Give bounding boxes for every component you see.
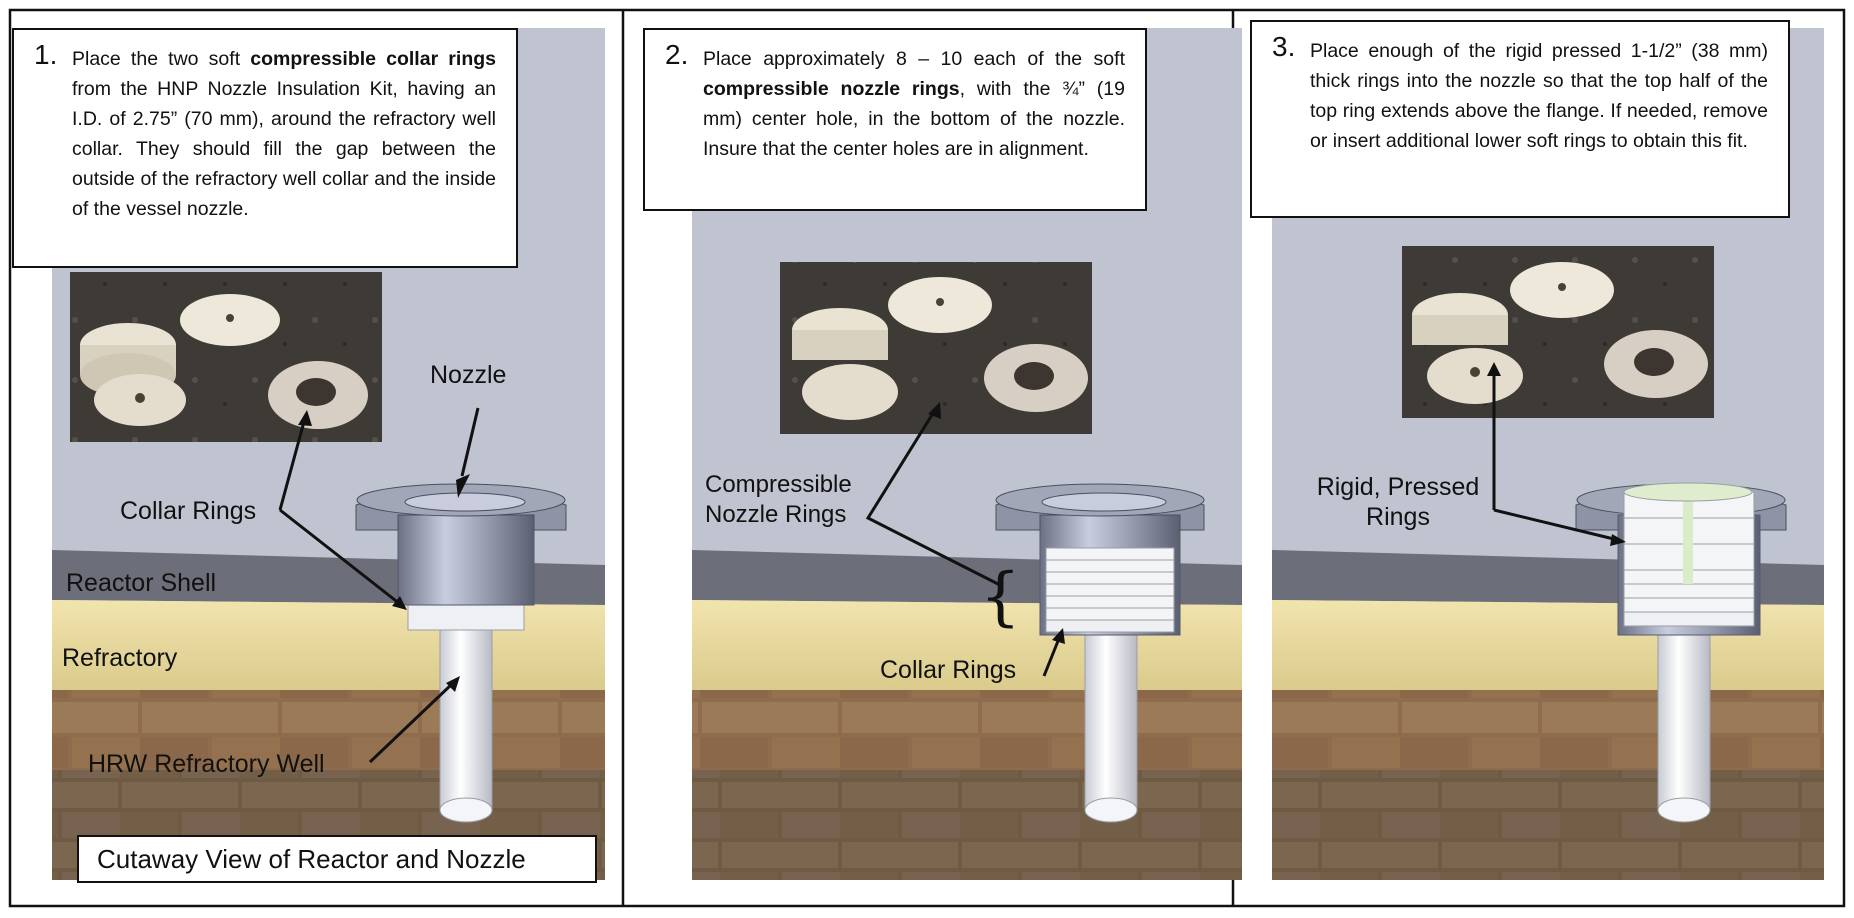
label-hrw-well: HRW Refractory Well: [88, 750, 325, 778]
label-compressible-nozzle-rings: Compressible Nozzle Rings: [705, 471, 852, 528]
panel-3-rigid-rings: [1623, 491, 1755, 627]
panel-2-floor-bricks: [692, 770, 1242, 880]
label-nozzle: Nozzle: [430, 361, 507, 389]
panel-1-text-b: from the HNP Nozzle Insulation Kit, havi…: [72, 78, 496, 220]
panel-3-text: Place enough of the rigid pressed 1-1/2”…: [1310, 40, 1768, 152]
arrow-collar-to-photo: [278, 417, 307, 511]
arrow-rigid-to-rings: [1493, 508, 1619, 542]
panel-3-step-number: 3.: [1272, 31, 1296, 62]
panel-1-collar-rings: [407, 601, 525, 631]
panel-3-refractory-well: [1657, 609, 1711, 811]
panel-2-text-a: Place approximately 8 – 10 each of the s…: [703, 48, 1125, 70]
panel-3-instructions: 3. Place enough of the rigid pressed 1-1…: [1250, 20, 1790, 218]
panel-1-brick-layer: [52, 690, 605, 770]
arrow-collar-to-rings: [279, 508, 401, 606]
panel-1-nozzle-body: [397, 514, 535, 606]
panel-2-step-number: 2.: [665, 39, 689, 70]
panel-1-refractory-well: [439, 609, 493, 811]
label-collar-rings-2: Collar Rings: [880, 656, 1017, 684]
outer-frame: [8, 8, 1846, 908]
label-reactor-shell: Reactor Shell: [66, 569, 217, 597]
label-refractory: Refractory: [62, 644, 178, 672]
panel-1-step-number: 1.: [34, 39, 58, 70]
panel-1-text-a: Place the two soft: [72, 48, 251, 70]
panel-1-instructions: 1. Place the two soft compressible colla…: [12, 28, 518, 268]
arrow-panel-2-collar: [1042, 635, 1062, 677]
label-rigid-pressed-rings: Rigid, Pressed Rings: [1316, 473, 1480, 531]
arrow-hrw-well: [368, 682, 454, 764]
panel-2-instructions: 2. Place approximately 8 – 10 each of th…: [643, 28, 1147, 211]
panel-2-refractory-well: [1084, 609, 1138, 811]
panel-2-brick-layer: [692, 690, 1242, 770]
panel-2-brace: {: [980, 560, 1021, 634]
panel-2-text-b: , with the ¾” (19 mm) center hole, in th…: [703, 78, 1125, 160]
panel-1-nozzle-bore: [404, 492, 526, 512]
panel-2-text-bold: compressible nozzle rings: [703, 78, 960, 100]
panel-2-compressible-rings: [1045, 547, 1175, 633]
panel-1-caption: Cutaway View of Reactor and Nozzle: [77, 835, 597, 883]
panel-1-text-bold: compressible collar rings: [250, 48, 496, 70]
panel-3-floor-bricks: [1272, 770, 1824, 880]
arrow-compressible: [865, 409, 1001, 587]
label-collar-rings-1: Collar Rings: [120, 497, 257, 525]
panel-1-well-tip: [439, 797, 493, 823]
panel-3-brick-layer: [1272, 690, 1824, 770]
